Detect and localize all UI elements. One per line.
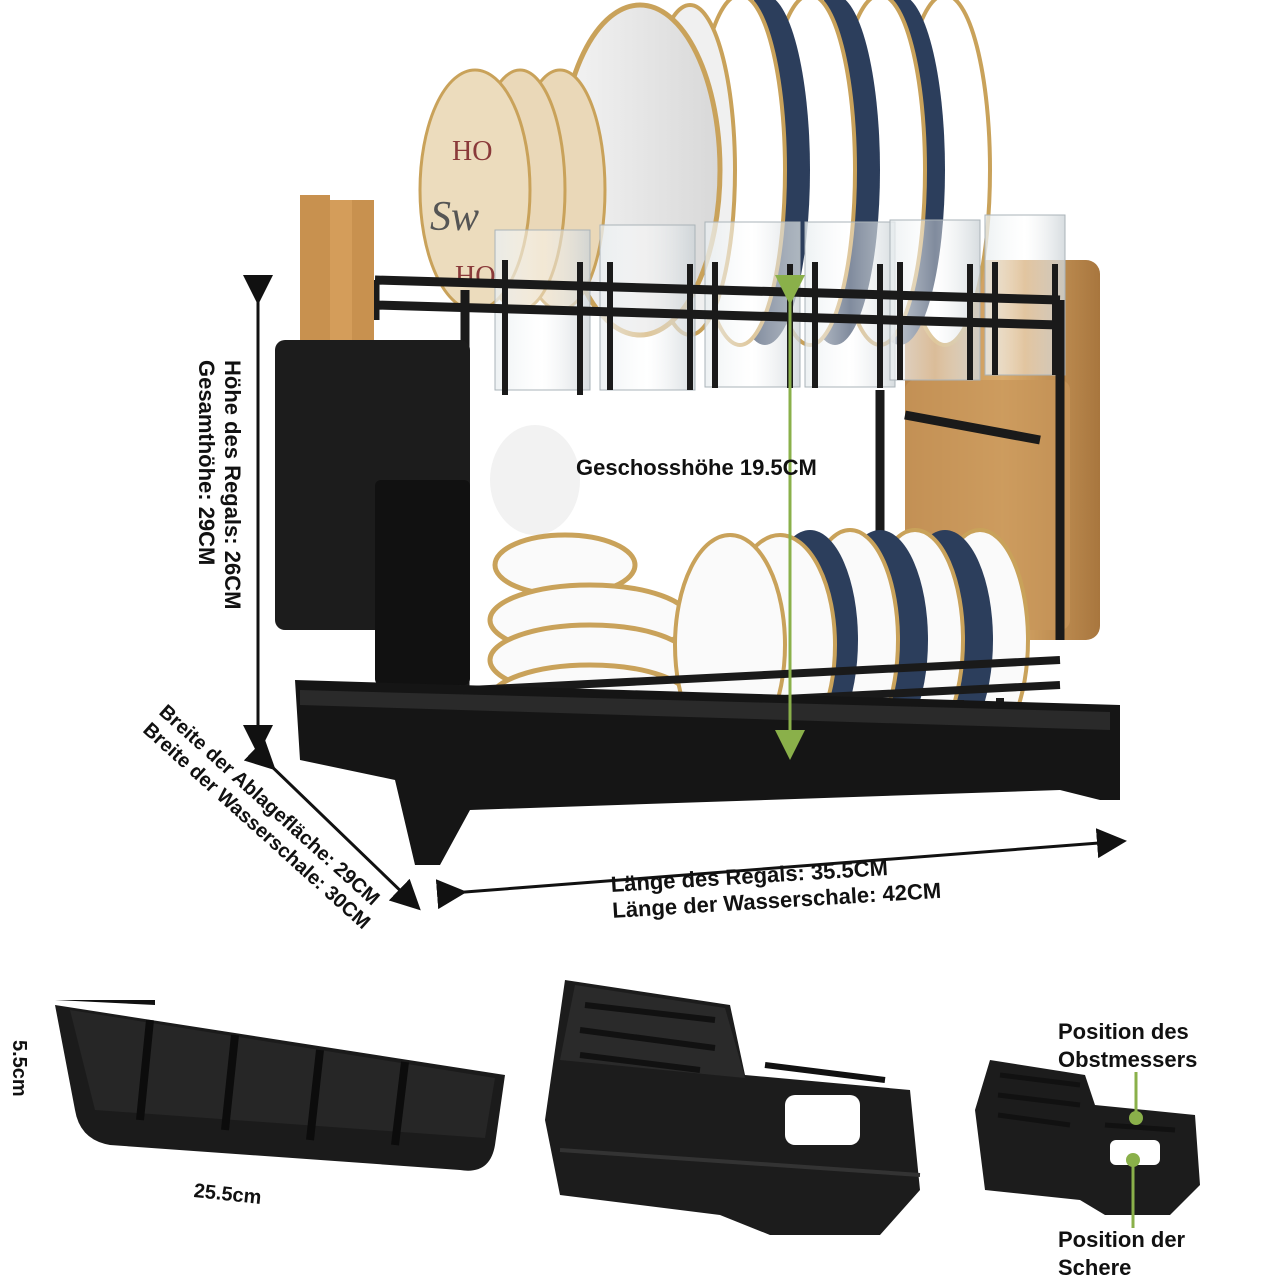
cutlery-height-label: 5.5cm (8, 1040, 30, 1097)
plate-letter-2: Sw (430, 194, 479, 240)
width-arrow (243, 738, 421, 911)
fruit-knife-position-label: Position des Obstmessers (1058, 1019, 1198, 1072)
plate-letter-1: HO (452, 136, 492, 167)
cutlery-holder (275, 195, 470, 685)
scissors-callout-dot (1126, 1153, 1140, 1167)
tier-height-label: Geschosshöhe 19.5CM (576, 455, 817, 480)
height-total-label: Gesamthöhe: 29CM (194, 360, 219, 566)
length-arrow (435, 828, 1127, 910)
height-labels: Höhe des Regals: 26CM Gesamthöhe: 29CM (193, 360, 245, 609)
fruit-knife-callout-dot (1129, 1111, 1143, 1125)
scissors-position-label: Position der Schere (1058, 1227, 1186, 1280)
height-rack-label: Höhe des Regals: 26CM (220, 360, 245, 610)
cutlery-basket (55, 1000, 505, 1171)
knife-block-small (975, 1060, 1200, 1215)
knife-block-large (545, 980, 921, 1235)
drip-tray (295, 680, 1120, 865)
glass-holders (502, 260, 1058, 395)
